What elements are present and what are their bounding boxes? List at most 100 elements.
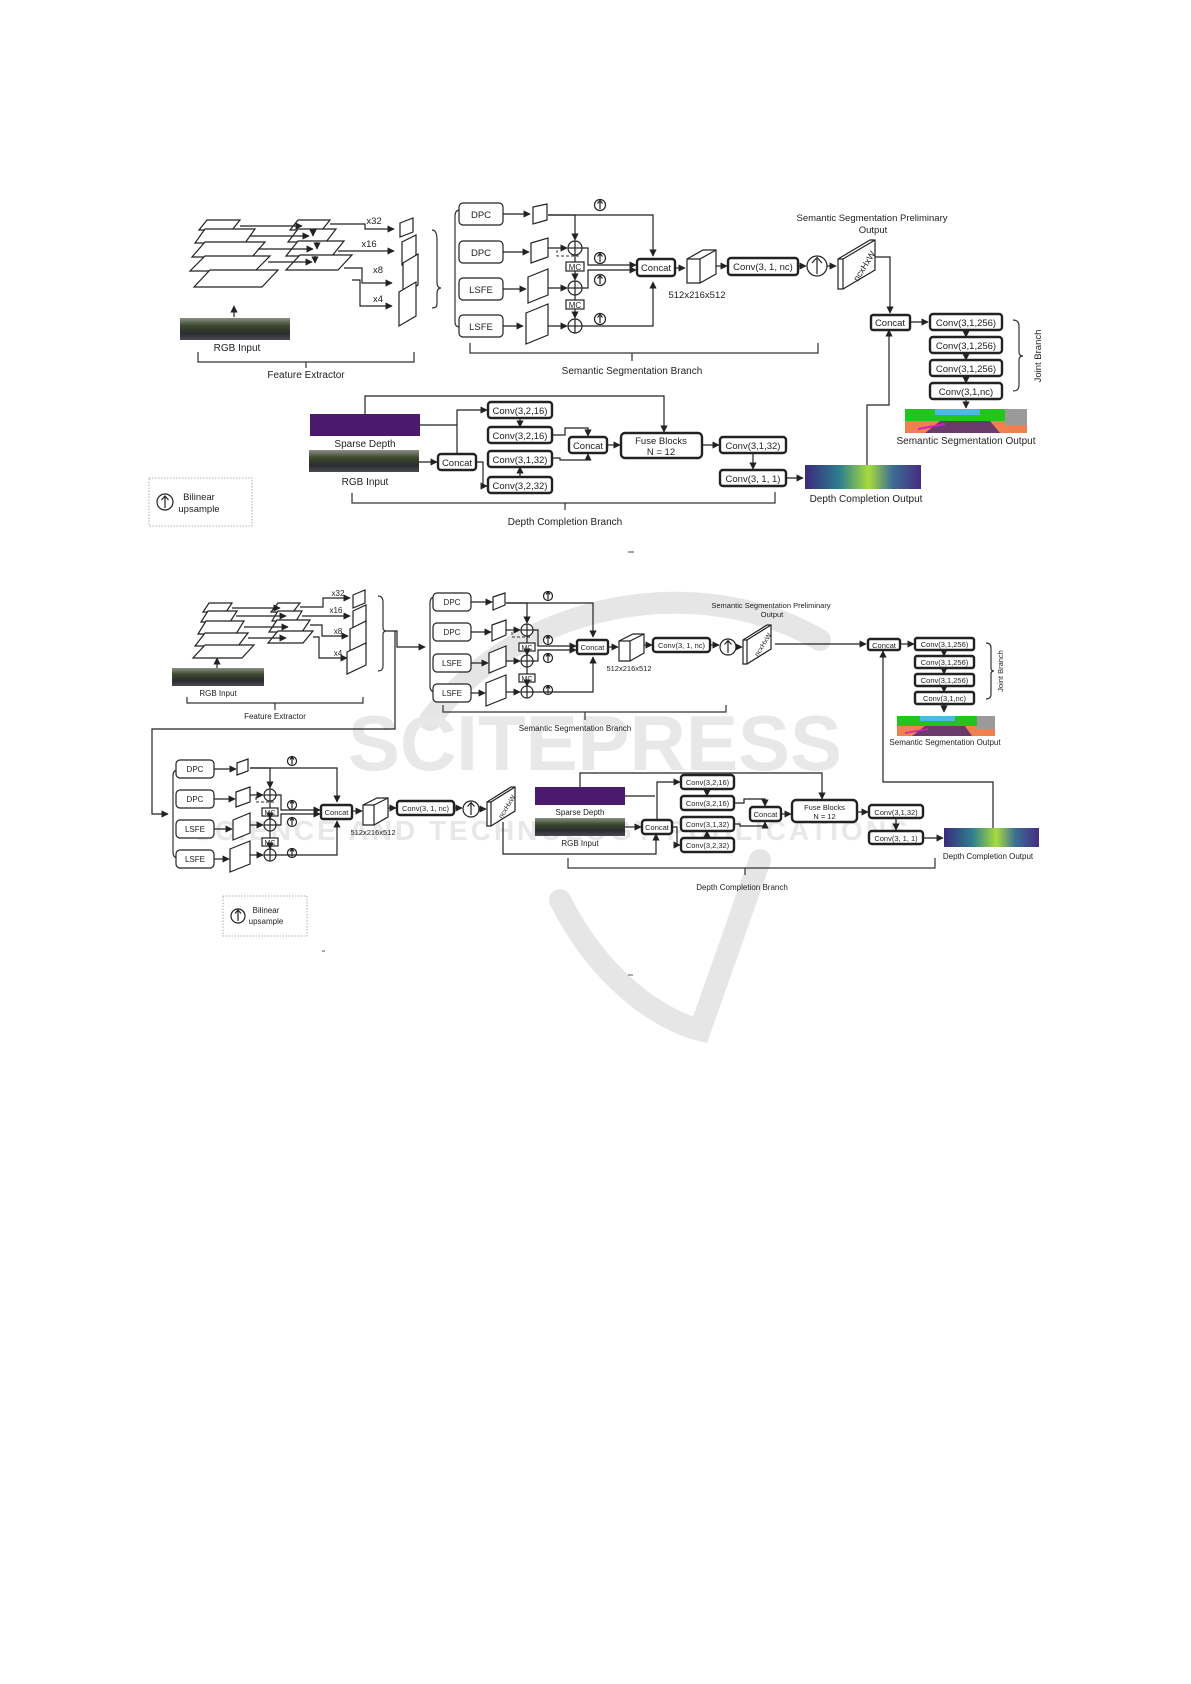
depth-completion-output-image [944, 828, 1039, 847]
bilinear-upsample-icon [286, 816, 298, 828]
conv-node[interactable]: Conv(3,1,256) [913, 672, 976, 688]
module-label: DPC [187, 765, 204, 774]
feature-map [229, 840, 251, 873]
conv-label: Conv(3,2,32) [686, 841, 730, 850]
curly-brace [431, 229, 442, 309]
bracket [197, 352, 415, 368]
conv-node[interactable]: Conv(3,1,32) [867, 803, 925, 820]
bilinear-upsample-icon [230, 908, 246, 924]
sparse-depth-image [535, 787, 625, 805]
concat-node[interactable]: Concat [575, 638, 610, 656]
concat-label: Concat [645, 823, 670, 832]
conv-node[interactable]: Conv(3,1,32) [486, 449, 554, 469]
conv-node[interactable]: Conv(3,2,16) [486, 425, 554, 445]
fuse-blocks-node[interactable]: Fuse Blocks N = 12 [619, 431, 704, 460]
conv-node[interactable]: Conv(3, 1, 1) [867, 829, 925, 846]
tensor-size-label: 512x216x512 [668, 290, 725, 301]
watermark-swoosh [419, 591, 831, 731]
bilinear-upsample-icon [593, 198, 607, 212]
conv-node[interactable]: Conv(3,1,256) [913, 654, 976, 670]
semantic-branch: DPC DPC LSFE LSFE MC MC [454, 198, 948, 377]
scale-label: x16 [361, 239, 376, 250]
fuse-blocks-label: Fuse Blocks [804, 803, 845, 812]
conv-node[interactable]: Conv(3,1,256) [928, 358, 1004, 378]
joint-branch: Concat Conv(3,1,256) Conv(3,1,256) Conv(… [869, 256, 1044, 447]
depth-completion-output-image [805, 465, 921, 489]
sparse-depth-label: Sparse Depth [556, 808, 605, 817]
conv-label: Conv(3,1,32) [726, 441, 781, 452]
bracket [469, 343, 819, 361]
tensor-size-label: 512x216x512 [350, 828, 395, 837]
concat-node[interactable]: Concat [567, 435, 609, 455]
rgb-input-label: RGB Input [199, 689, 237, 698]
feature-map [346, 642, 367, 675]
pyramid-layer [266, 630, 315, 644]
depth-branch: Sparse Depth RGB Input Concat Conv(3,2,1… [309, 329, 923, 528]
module-label: LSFE [469, 285, 493, 296]
module-label: DPC [471, 248, 491, 259]
rgb-input-label: RGB Input [214, 343, 261, 354]
conv-node[interactable]: Conv(3, 1, 1) [718, 468, 788, 488]
conv-node[interactable]: Conv(3, 1, nc) [651, 636, 712, 654]
depth-branch-label: Depth Completion Branch [508, 517, 623, 528]
concat-node[interactable]: Concat [436, 452, 478, 472]
concat-node[interactable]: Concat [866, 637, 902, 652]
joint-branch: Concat Conv(3,1,256) Conv(3,1,256) Conv(… [866, 636, 1005, 747]
conv-node[interactable]: Conv(3,2,16) [486, 400, 554, 420]
add-node [520, 623, 534, 637]
bilinear-upsample-icon [542, 590, 554, 602]
conv-label: Conv(3, 1, nc) [658, 641, 706, 650]
bilinear-upsample-icon [462, 800, 480, 818]
feature-map [352, 589, 366, 609]
conv-node[interactable]: Conv(3,1,256) [913, 636, 976, 652]
conv-node[interactable]: Conv(3,2,32) [679, 836, 736, 854]
conv-label: Conv(3,1,32) [874, 808, 918, 817]
conv-node[interactable]: Conv(3,2,16) [679, 773, 736, 791]
concat-node[interactable]: Concat [748, 805, 783, 823]
conv-node[interactable]: Conv(3,1,nc) [928, 381, 1004, 401]
conv-node[interactable]: Conv(3,1,256) [928, 335, 1004, 355]
fuse-blocks-node[interactable]: Fuse Blocks N = 12 [790, 798, 859, 824]
scale-label: x32 [332, 589, 345, 598]
semantic-segmentation-output-image [897, 716, 995, 736]
pyramid-layer [190, 241, 267, 258]
conv-node[interactable]: Conv(3,1,32) [718, 435, 788, 455]
conv-node[interactable]: Conv(3,2,32) [486, 475, 554, 495]
concat-node[interactable]: Concat [319, 803, 354, 821]
conv-node[interactable]: Conv(3, 1, nc) [395, 799, 456, 817]
concat-label: Concat [325, 808, 350, 817]
scale-label: x4 [334, 649, 343, 658]
pyramid-layer [192, 269, 280, 288]
sparse-depth-image [310, 414, 420, 436]
conv-node[interactable]: Conv(3,1,nc) [913, 690, 976, 706]
prelim-output-tensor: ncxHxW [742, 624, 774, 665]
scale-label: x4 [373, 294, 383, 305]
conv-node[interactable]: Conv(3,1,256) [928, 312, 1004, 332]
legend: Bilinear upsample [222, 895, 308, 937]
concat-node[interactable]: Concat [869, 313, 912, 332]
diagram-1: x32 x16 x8 x4 RGB Input Feature Extracto… [148, 198, 1044, 553]
fuse-blocks-n: N = 12 [647, 447, 675, 458]
conv-label: Conv(3,1,256) [936, 341, 996, 352]
conv-label: Conv(3,2,16) [686, 799, 730, 808]
bilinear-upsample-icon [593, 251, 607, 265]
feature-map [491, 619, 507, 642]
sparse-depth-label: Sparse Depth [334, 439, 395, 450]
add-node [520, 654, 534, 668]
concat-node[interactable]: Concat [635, 257, 677, 278]
conv-label: Conv(3,1,32) [493, 455, 548, 466]
conv-label: Conv(3, 1, 1) [726, 474, 781, 485]
concat-node[interactable]: Concat [640, 818, 674, 836]
second-semantic-branch: DPC DPC LSFE LSFE MC MC [172, 755, 660, 873]
feature-map [236, 758, 249, 776]
conv-node[interactable]: Conv(3,1,32) [679, 815, 736, 833]
conv-label: Conv(3,2,16) [493, 431, 548, 442]
conv-node[interactable]: Conv(3,2,16) [679, 794, 736, 812]
bilinear-upsample-icon [542, 652, 554, 664]
feature-map [488, 645, 507, 674]
conv-node[interactable]: Conv(3, 1, nc) [726, 256, 800, 277]
conv-label: Conv(3,2,16) [686, 778, 730, 787]
bilinear-upsample-icon [542, 634, 554, 646]
bilinear-upsample-icon [286, 847, 298, 859]
